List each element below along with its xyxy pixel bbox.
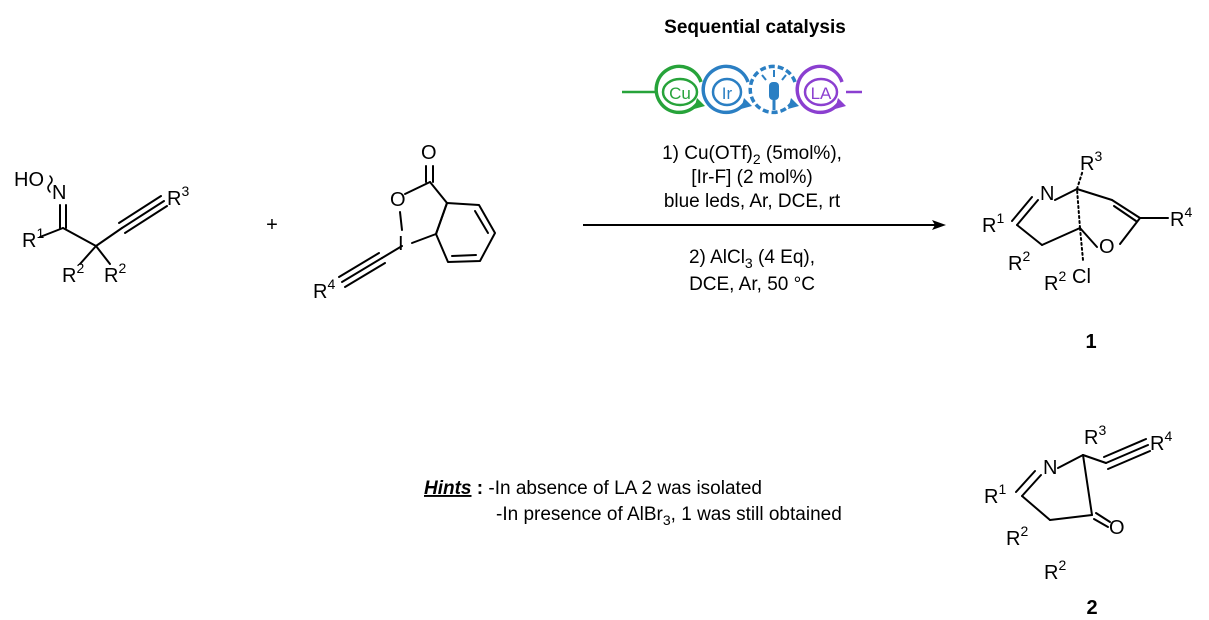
product2-r4-label: R4 bbox=[1150, 428, 1172, 455]
hydroxy-label: HO bbox=[14, 169, 44, 191]
condition-step1-line2: [Ir-F] (2 mol%) bbox=[691, 167, 812, 188]
r4-label: R4 bbox=[313, 276, 335, 303]
reaction-conditions: 1) Cu(OTf)2 (5mol%), [Ir-F] (2 mol%) blu… bbox=[662, 143, 842, 295]
reactant-oxime: HO N R1 R2 R2 R3 bbox=[14, 169, 189, 287]
product1-cl-label: Cl bbox=[1072, 266, 1091, 288]
la-catalyst-icon: LA bbox=[795, 64, 846, 115]
product1-r4-label: R4 bbox=[1170, 204, 1192, 231]
plus-sign: + bbox=[266, 214, 278, 236]
catalysis-icon-strip: Cu Ir LA bbox=[622, 64, 862, 115]
product2-r2-label: R2 bbox=[1006, 523, 1028, 550]
product1-o-label: O bbox=[1099, 236, 1115, 258]
condition-step2-line2: DCE, Ar, 50 °C bbox=[689, 274, 815, 295]
product1-n-label: N bbox=[1040, 183, 1054, 205]
la-label: LA bbox=[811, 84, 832, 103]
hints-block: Hints : -In absence of LA 2 was isolated… bbox=[424, 478, 842, 528]
hints-line1: Hints : -In absence of LA 2 was isolated bbox=[424, 478, 762, 499]
ring-o-label: O bbox=[390, 189, 406, 211]
r1-label: R1 bbox=[22, 225, 44, 252]
product-1-structure: N R1 R2 R2 R3 R4 O Cl 1 bbox=[982, 148, 1192, 353]
product2-r3-label: R3 bbox=[1084, 422, 1106, 449]
condition-step1-line1: 1) Cu(OTf)2 (5mol%), bbox=[662, 143, 842, 167]
cu-catalyst-icon: Cu bbox=[654, 64, 705, 115]
condition-step2-line1: 2) AlCl3 (4 Eq), bbox=[689, 247, 815, 271]
iodine-label: I bbox=[398, 233, 404, 255]
product1-r2-label: R2 bbox=[1008, 248, 1030, 275]
product2-r1-label: R1 bbox=[984, 481, 1006, 508]
product-2-structure: N R1 R2 R2 O R3 R4 2 bbox=[984, 422, 1172, 619]
ir-catalyst-icon: Ir bbox=[701, 64, 752, 115]
product1-r1-label: R1 bbox=[982, 210, 1004, 237]
product1-number: 1 bbox=[1085, 331, 1096, 353]
product2-o-label: O bbox=[1109, 517, 1125, 539]
product2-n-label: N bbox=[1043, 457, 1057, 479]
carbonyl-o-label: O bbox=[421, 142, 437, 164]
hints-line2: -In presence of AlBr3, 1 was still obtai… bbox=[496, 504, 842, 528]
light-bulb-icon bbox=[748, 64, 799, 115]
ir-label: Ir bbox=[722, 84, 733, 103]
r3-label: R3 bbox=[167, 183, 189, 210]
reactant-ebx: O O I R4 bbox=[313, 142, 496, 303]
product2-number: 2 bbox=[1086, 597, 1097, 619]
condition-step1-line3: blue leds, Ar, DCE, rt bbox=[664, 191, 841, 212]
cu-label: Cu bbox=[669, 84, 691, 103]
product1-r2b-label: R2 bbox=[1044, 268, 1066, 295]
r2-label: R2 bbox=[62, 260, 84, 287]
oxime-n-label: N bbox=[52, 182, 66, 204]
product1-r3-label: R3 bbox=[1080, 148, 1102, 175]
product2-r2b-label: R2 bbox=[1044, 557, 1066, 584]
r2b-label: R2 bbox=[104, 260, 126, 287]
catalysis-title: Sequential catalysis bbox=[664, 17, 846, 38]
reaction-arrow bbox=[583, 220, 946, 230]
